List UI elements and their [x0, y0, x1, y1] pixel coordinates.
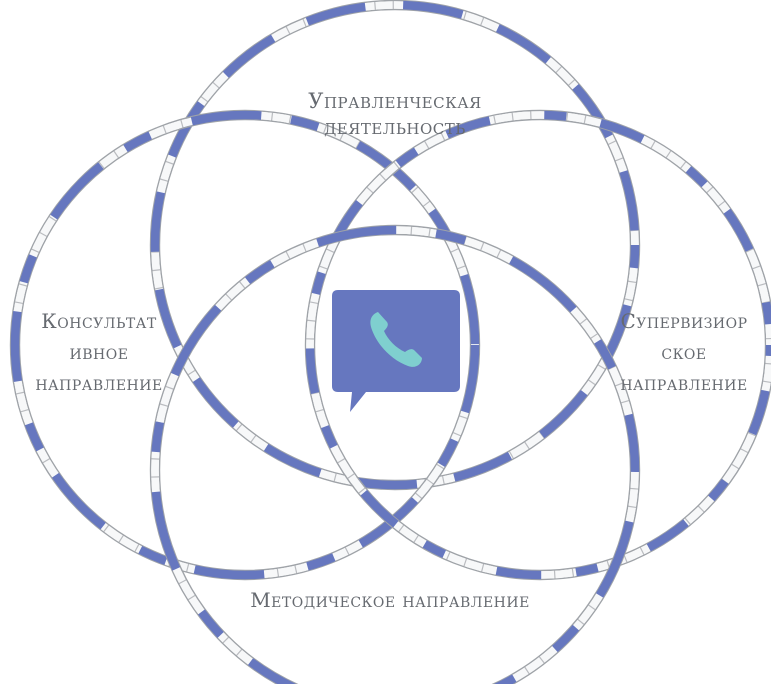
- left-circle: [9, 109, 481, 581]
- top-circle: [149, 0, 641, 491]
- right-circle-accent: [305, 110, 771, 580]
- bottom-circle-accent: [150, 225, 640, 684]
- right-label-line-1: Супервизиор: [620, 309, 748, 333]
- left-label-line-2: ивное: [69, 340, 129, 364]
- right-circle: [304, 109, 771, 581]
- phone-icon: [370, 312, 422, 367]
- right-label-line-3: направление: [620, 371, 748, 395]
- left-circle-label: Консультат ивное направление: [20, 306, 178, 399]
- right-label-line-2: ское: [661, 340, 707, 364]
- phone-chat-icon: [332, 290, 460, 412]
- left-circle-accent: [10, 110, 480, 580]
- top-label-line-1: Управленческая: [308, 89, 482, 113]
- bottom-circle-label: Методическое направление: [205, 588, 575, 613]
- top-circle-accent: [150, 0, 640, 490]
- bottom-circle: [149, 224, 641, 684]
- bottom-label-line-1: Методическое направление: [250, 588, 530, 612]
- top-label-line-2: деятельность: [324, 115, 466, 140]
- left-label-line-3: направление: [35, 371, 163, 395]
- top-circle-label: Управленческая деятельность: [255, 88, 535, 141]
- left-label-line-1: Консультат: [41, 309, 157, 333]
- right-circle-label: Супервизиор ское направление: [596, 306, 771, 399]
